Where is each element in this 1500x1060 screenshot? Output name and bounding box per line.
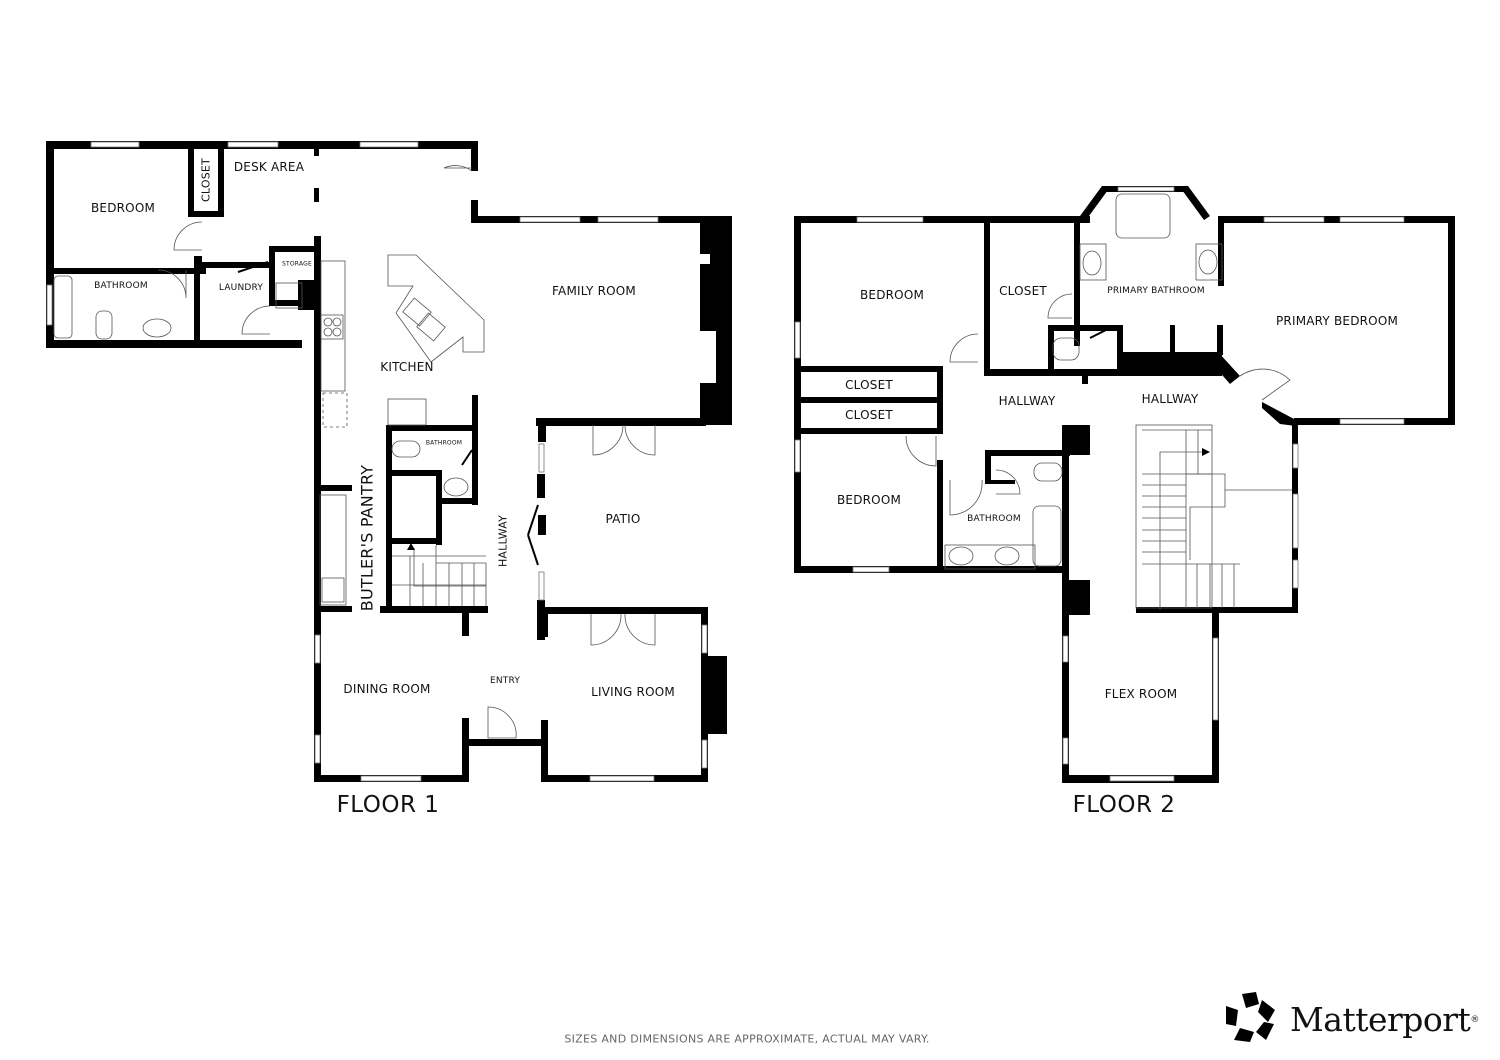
room-label-bathroom-f1-west: BATHROOM bbox=[94, 281, 148, 291]
floor-2-title: FLOOR 2 bbox=[1072, 792, 1176, 818]
floor-2-windows bbox=[794, 186, 1405, 782]
room-label-closet-f2-b: CLOSET bbox=[845, 408, 893, 422]
disclaimer-text: SIZES AND DIMENSIONS ARE APPROXIMATE, AC… bbox=[564, 1032, 930, 1046]
room-label-primary-bedroom: PRIMARY BEDROOM bbox=[1275, 314, 1399, 328]
floor-1-title: FLOOR 1 bbox=[336, 792, 440, 818]
room-label-bedroom-f2-south: BEDROOM bbox=[836, 493, 902, 507]
room-label-patio: PATIO bbox=[605, 512, 641, 526]
room-label-closet-f2-walkin: CLOSET bbox=[999, 284, 1047, 298]
room-label-bathroom-f2: BATHROOM bbox=[967, 514, 1021, 524]
matterport-pentagon-logo bbox=[1226, 992, 1275, 1042]
room-label-desk-area: DESK AREA bbox=[233, 160, 305, 174]
brand-name: Matterport bbox=[1290, 1000, 1471, 1039]
matterport-logo: Matterport® bbox=[1280, 1000, 1479, 1039]
room-label-flex-room: FLEX ROOM bbox=[1104, 687, 1178, 701]
room-label-storage: STORAGE bbox=[282, 260, 312, 268]
room-label-primary-bathroom: PRIMARY BATHROOM bbox=[1107, 286, 1205, 296]
room-label-bedroom-f2-north: BEDROOM bbox=[859, 288, 925, 302]
room-label-entry: ENTRY bbox=[489, 676, 521, 686]
room-label-bathroom-f1-half: BATHROOM bbox=[425, 439, 463, 447]
room-label-bedroom-f1: BEDROOM bbox=[90, 201, 156, 215]
room-label-living-room: LIVING ROOM bbox=[591, 685, 675, 699]
floor-2-fixtures bbox=[905, 193, 1292, 610]
floor-1-walls bbox=[46, 141, 732, 782]
floor-1-fixtures bbox=[53, 165, 656, 739]
room-label-closet-f1: CLOSET bbox=[199, 158, 213, 202]
room-label-kitchen: KITCHEN bbox=[380, 360, 434, 374]
room-label-hallway-f2-east: HALLWAY bbox=[1141, 392, 1199, 406]
room-label-dining-room: DINING ROOM bbox=[343, 682, 431, 696]
room-label-butlers-pantry: BUTLER'S PANTRY bbox=[357, 464, 377, 612]
room-label-family-room: FAMILY ROOM bbox=[552, 284, 636, 298]
floor-1-windows bbox=[46, 141, 708, 782]
room-label-hallway-f2-west: HALLWAY bbox=[998, 394, 1056, 408]
room-label-closet-f2-a: CLOSET bbox=[845, 378, 893, 392]
room-label-laundry: LAUNDRY bbox=[218, 283, 264, 293]
room-label-hallway-f1: HALLWAY bbox=[496, 514, 510, 568]
registered-mark: ® bbox=[1470, 1014, 1480, 1025]
